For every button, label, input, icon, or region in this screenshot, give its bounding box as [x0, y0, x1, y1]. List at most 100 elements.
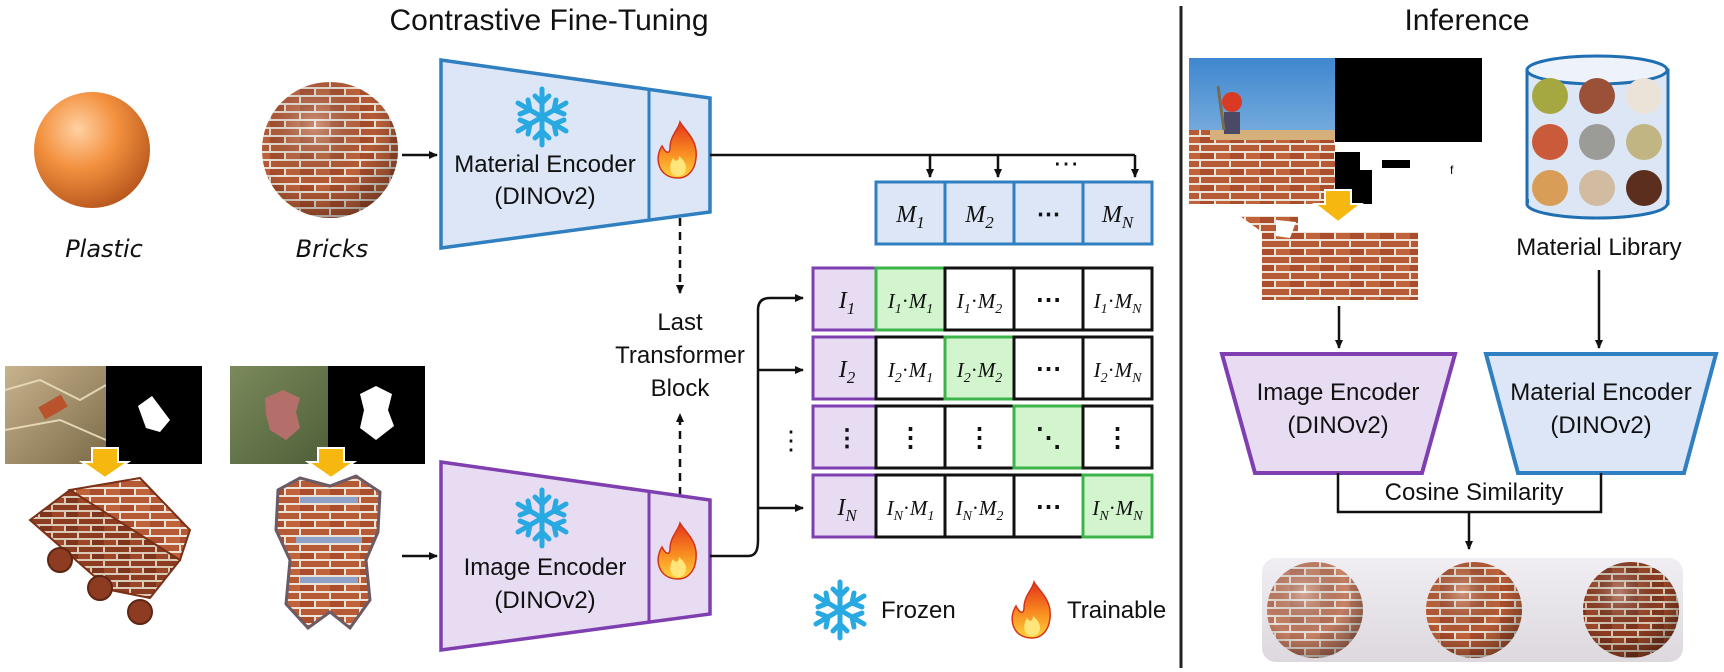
m-arrows [710, 153, 1139, 178]
cosine-similarity-label: Cosine Similarity [1385, 479, 1564, 506]
flame-icon [1011, 580, 1051, 639]
m-ellipsis-label: ⋯ [1053, 148, 1079, 178]
material-encoder-training: Material Encoder (DINOv2) [439, 57, 712, 250]
i-column-cell: I1 [811, 266, 884, 332]
i-arrows [710, 294, 804, 558]
matrix-cell-label: IN·M2 [955, 496, 1004, 524]
matrix-cell: ⋮ [943, 404, 1016, 470]
matrix-cell-label: IN·M1 [886, 496, 935, 524]
training-photo-2 [230, 366, 328, 464]
matrix-cell: I1·MN [1081, 266, 1154, 332]
material-encoder-sublabel: (DINOv2) [494, 183, 595, 210]
last-block-label-line2: Transformer [615, 342, 745, 369]
truck-object [28, 476, 192, 625]
m-header-cell: MN [1081, 180, 1154, 246]
matrix-cell: ⋯ [1012, 335, 1085, 401]
matrix-cell-positive: I2·M2 [943, 335, 1016, 401]
inference-title: Inference [1404, 4, 1529, 37]
m-header-row: M1 M2 ⋯ MN [874, 180, 1154, 246]
matrix-cell-label: I2·MN [1093, 358, 1143, 386]
last-block-label-line3: Block [651, 375, 711, 402]
training-title: Contrastive Fine-Tuning [389, 4, 708, 37]
matrix-cell: I2·M1 [874, 335, 947, 401]
matrix-cell-label: ⋮ [1105, 422, 1131, 452]
bricks-label: Bricks [296, 235, 369, 263]
i-column-cell: IN [811, 473, 884, 539]
matrix-cell: ⋯ [1012, 266, 1085, 332]
snowflake-icon [515, 487, 569, 549]
snowflake-icon [515, 86, 569, 148]
inference-mask: f [1335, 58, 1482, 204]
training-photo-1 [4, 366, 107, 464]
last-block-label-line1: Last [657, 309, 703, 336]
inference-image-encoder-sublabel: (DINOv2) [1287, 412, 1388, 439]
matrix-cell-label: IN·MN [1091, 496, 1143, 524]
material-library-label: Material Library [1516, 234, 1681, 261]
i-symbol: I2 [838, 357, 856, 387]
legend-trainable-label: Trainable [1067, 597, 1166, 624]
m-header-cell: M1 [874, 180, 947, 246]
i-symbol: IN [836, 495, 858, 525]
robot-object [274, 474, 382, 631]
plastic-sphere [34, 92, 150, 208]
cosine-similarity-connector [1336, 473, 1603, 550]
inference-mask-fragment: f [1450, 163, 1454, 177]
similarity-matrix: I1·M1 I1·M2 ⋯ I1·MN I2·M1 I2·M2 ⋯ I2·MN ⋮ ⋮ ⋱ ⋮ IN·M… [874, 266, 1154, 539]
matrix-cell-label: I2·M2 [956, 358, 1003, 386]
matrix-cell-label: ⋯ [1036, 284, 1062, 314]
yellow-arrow-2 [304, 447, 358, 480]
inference-crop [1240, 216, 1418, 300]
i-symbol: ⋮ [835, 426, 859, 452]
matrix-cell-label: I1·M2 [956, 289, 1003, 317]
m-symbol: MN [1101, 202, 1135, 232]
training-mask-1 [106, 366, 202, 464]
i-ellipsis-label: ⋮ [778, 425, 804, 455]
inference-photo [1189, 58, 1335, 204]
matrix-cell: ⋮ [874, 404, 947, 470]
flame-icon [657, 521, 697, 580]
image-encoder-training: Image Encoder (DINOv2) [439, 459, 712, 652]
m-symbol: ⋯ [1037, 202, 1061, 228]
image-encoder-inference: Image Encoder (DINOv2) [1219, 352, 1458, 475]
matrix-cell: IN·M1 [874, 473, 947, 539]
plastic-label: Plastic [65, 235, 143, 263]
matrix-cell-positive: ⋱ [1012, 404, 1085, 470]
matrix-cell-label: I2·M1 [887, 358, 934, 386]
m-header-cell: M2 [943, 180, 1016, 246]
material-encoder-label: Material Encoder [454, 151, 635, 178]
legend-frozen-label: Frozen [881, 597, 956, 624]
yellow-arrow-1 [78, 447, 132, 480]
matrix-cell: ⋯ [1012, 473, 1085, 539]
material-encoder-inference: Material Encoder (DINOv2) [1483, 352, 1719, 475]
matrix-cell-positive: IN·MN [1081, 473, 1154, 539]
bricks-sphere [262, 82, 398, 218]
matrix-cell-label: ⋱ [1036, 422, 1062, 452]
m-header-cell: ⋯ [1012, 180, 1085, 246]
material-library-icon [1525, 54, 1670, 220]
snowflake-icon [813, 579, 867, 641]
matrix-cell-label: ⋮ [898, 422, 924, 452]
matrix-cell: IN·M2 [943, 473, 1016, 539]
matrix-cell-label: ⋯ [1036, 491, 1062, 521]
retrieved-materials-panel [1262, 558, 1683, 662]
m-symbol: M2 [964, 202, 994, 232]
m-symbol: M1 [895, 202, 925, 232]
matrix-cell: ⋮ [1081, 404, 1154, 470]
matrix-cell-label: ⋮ [967, 422, 993, 452]
image-encoder-label: Image Encoder [464, 554, 627, 581]
i-column-cell: ⋮ [811, 404, 884, 470]
matrix-cell-positive: I1·M1 [874, 266, 947, 332]
matrix-cell-label: I1·M1 [887, 289, 934, 317]
matrix-cell: I2·MN [1081, 335, 1154, 401]
matrix-cell-label: I1·MN [1093, 289, 1143, 317]
image-encoder-sublabel: (DINOv2) [494, 587, 595, 614]
inference-material-encoder-label: Material Encoder [1510, 379, 1691, 406]
matrix-cell-label: ⋯ [1036, 353, 1062, 383]
matrix-cell: I1·M2 [943, 266, 1016, 332]
i-symbol: I1 [838, 288, 856, 318]
flame-icon [657, 120, 697, 179]
i-column-cell: I2 [811, 335, 884, 401]
inference-image-encoder-label: Image Encoder [1257, 379, 1420, 406]
